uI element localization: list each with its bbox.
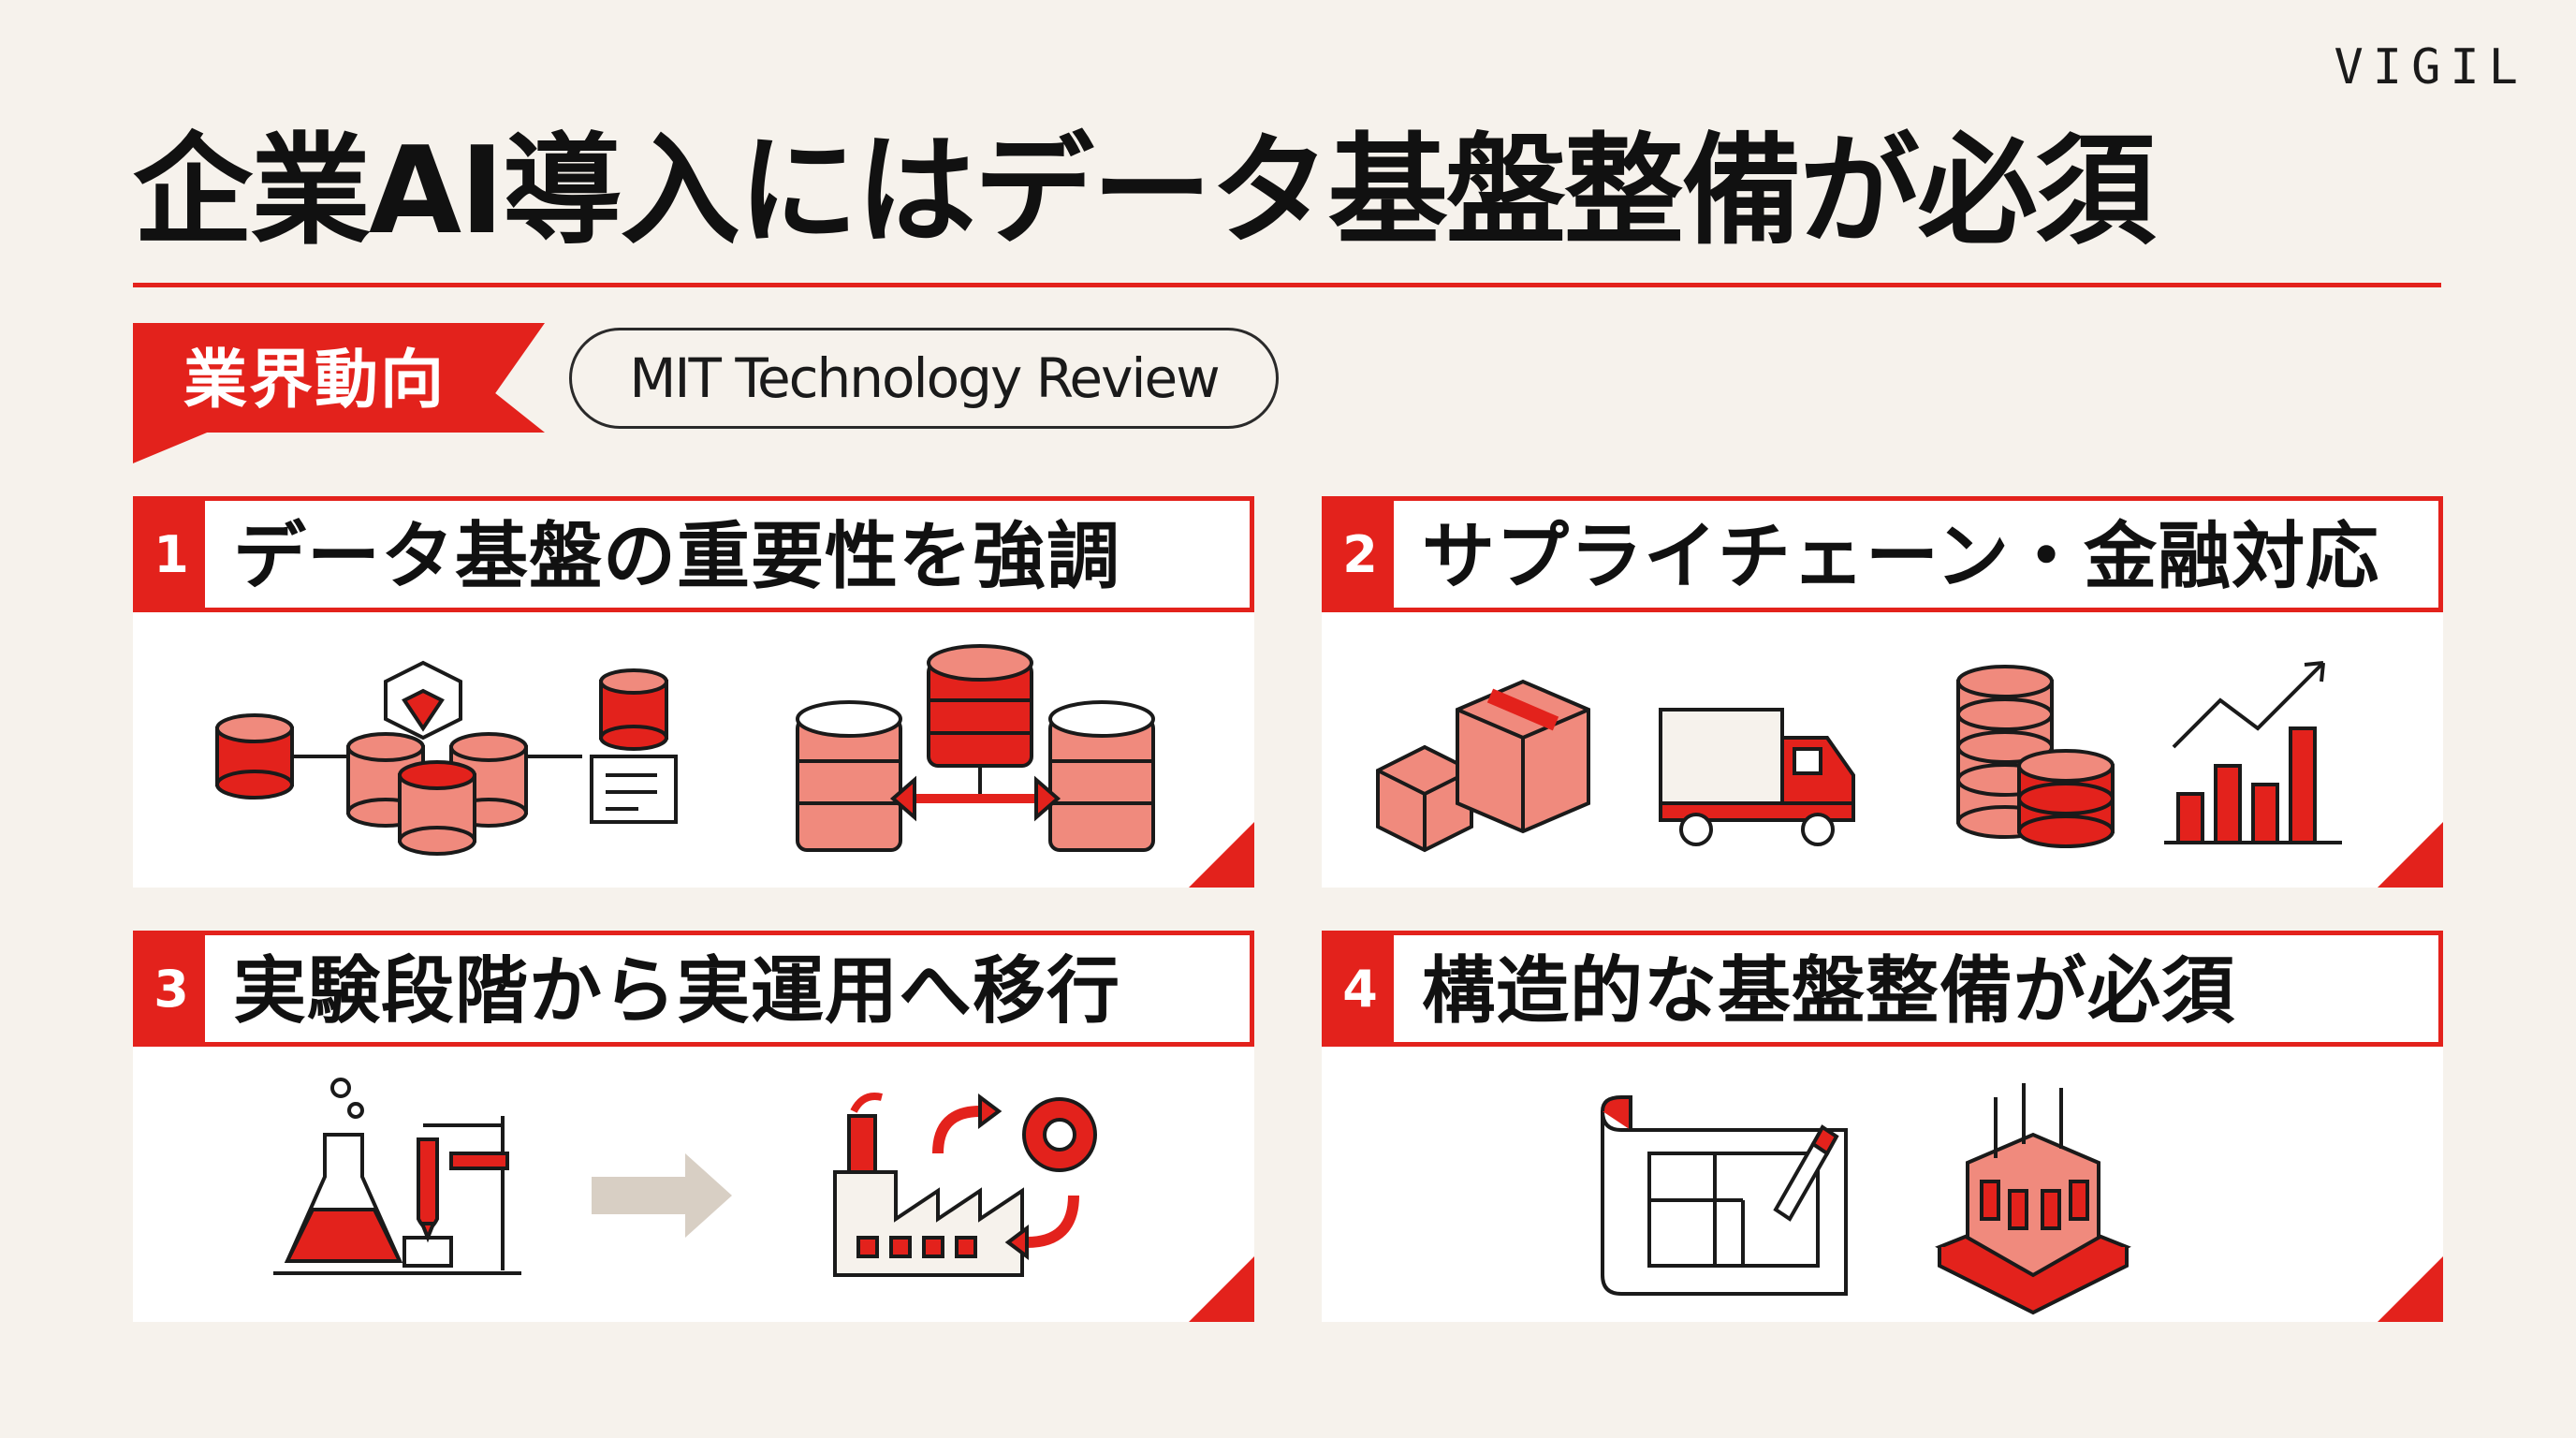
card-3: 3 実験段階から実運用へ移行 bbox=[133, 931, 1254, 1322]
card-number: 2 bbox=[1326, 501, 1394, 608]
lab-flask-icon bbox=[273, 1078, 521, 1275]
factory-gear-icon bbox=[833, 1093, 1097, 1277]
card-illustration bbox=[133, 625, 1254, 888]
card-title: サプライチェーン・金融対応 bbox=[1422, 515, 2380, 599]
card-2: 2 サプライチェーン・金融対応 bbox=[1322, 496, 2443, 888]
blueprint-icon bbox=[1601, 1095, 1848, 1296]
card-illustration bbox=[1322, 1060, 2443, 1322]
card-title: データ基盤の重要性を強調 bbox=[233, 515, 1121, 599]
card-header: 1 データ基盤の重要性を強調 bbox=[133, 496, 1254, 612]
card-header: 3 実験段階から実運用へ移行 bbox=[133, 931, 1254, 1047]
building-foundation-icon bbox=[1935, 1083, 2131, 1315]
card-number: 1 bbox=[138, 501, 205, 608]
page-title: 企業AI導入にはデータ基盤整備が必須 bbox=[133, 122, 2156, 261]
title-divider bbox=[133, 283, 2441, 287]
category-tag-label: 業界動向 bbox=[183, 344, 446, 418]
boxes-icon bbox=[1376, 679, 1590, 853]
card-1: 1 データ基盤の重要性を強調 bbox=[133, 496, 1254, 888]
card-header: 2 サプライチェーン・金融対応 bbox=[1322, 496, 2443, 612]
growth-chart-icon bbox=[2164, 661, 2342, 844]
card-4: 4 構造的な基盤整備が必須 bbox=[1322, 931, 2443, 1322]
arrow-right-icon bbox=[592, 1153, 732, 1238]
card-number: 3 bbox=[138, 935, 205, 1042]
card-illustration bbox=[1322, 625, 2443, 888]
truck-icon bbox=[1659, 708, 1855, 846]
card-illustration bbox=[133, 1060, 1254, 1322]
card-title: 構造的な基盤整備が必須 bbox=[1422, 949, 2236, 1034]
coin-stack-icon bbox=[1956, 665, 2115, 848]
card-header: 4 構造的な基盤整備が必須 bbox=[1322, 931, 2443, 1047]
brand-logo: VIGIL bbox=[2334, 39, 2527, 95]
source-badge: MIT Technology Review bbox=[569, 328, 1279, 429]
card-number: 4 bbox=[1326, 935, 1394, 1042]
database-network-icon bbox=[215, 660, 678, 856]
card-title: 実験段階から実運用へ移行 bbox=[233, 949, 1121, 1034]
server-sync-icon bbox=[796, 644, 1155, 852]
